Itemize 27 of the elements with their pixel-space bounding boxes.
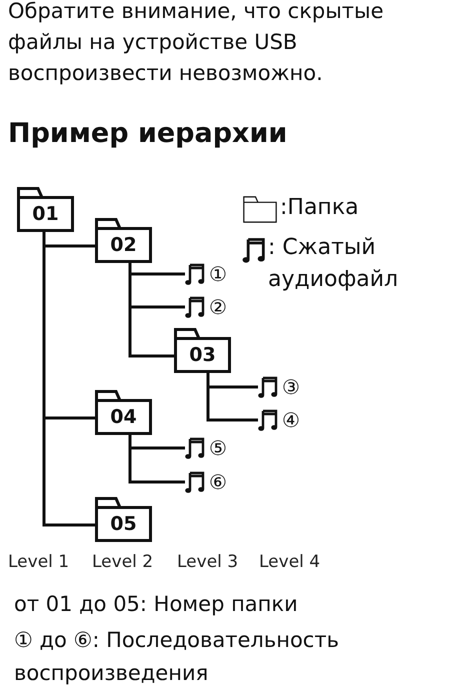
level-label: Level 4 bbox=[259, 552, 320, 572]
level-label: Level 3 bbox=[177, 552, 238, 572]
sequence-number: ⑥ bbox=[209, 470, 227, 494]
level-label: Level 2 bbox=[92, 552, 154, 572]
legend-text: :Папка bbox=[280, 194, 360, 222]
sequence-number: ⑤ bbox=[209, 436, 227, 460]
sequence-number: ④ bbox=[282, 408, 300, 432]
title: Пример иерархии bbox=[8, 118, 288, 149]
folder-box bbox=[17, 187, 74, 232]
folder-box bbox=[174, 328, 231, 373]
footnote-text: от 01 до 05: Номер папки bbox=[14, 591, 298, 618]
note-text: Обратите внимание, что скрытые файлы на устройстве USB воспроизвести невозможно. bbox=[8, 0, 385, 87]
folder-number: 04 bbox=[109, 405, 138, 429]
legend-text: : Сжатый аудиофайл bbox=[268, 234, 400, 294]
folder-box bbox=[95, 497, 152, 542]
sequence-number: ③ bbox=[282, 375, 300, 399]
folder-number: 03 bbox=[188, 343, 217, 367]
folder-box bbox=[95, 390, 152, 435]
connector-line bbox=[42, 232, 95, 526]
level-label: Level 1 bbox=[8, 552, 70, 572]
folder-box bbox=[95, 218, 152, 263]
footnote-text: ① до ⑥: Последовательность воспроизведения bbox=[14, 627, 340, 687]
folder-number: 05 bbox=[109, 512, 138, 536]
sequence-number: ② bbox=[209, 295, 227, 319]
folder-number: 01 bbox=[31, 202, 60, 226]
sequence-number: ① bbox=[209, 262, 227, 286]
folder-number: 02 bbox=[109, 233, 138, 257]
